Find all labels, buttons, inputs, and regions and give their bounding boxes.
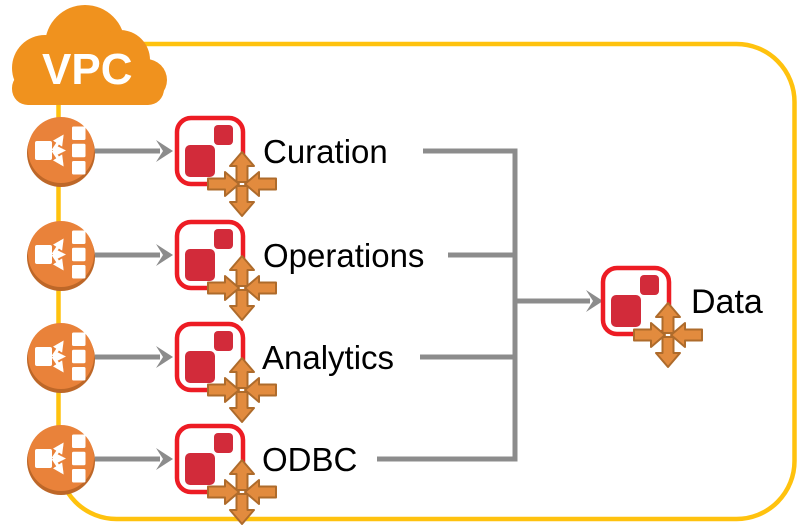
row-curation: Curation xyxy=(27,117,388,217)
elastic-load-balancer-icon xyxy=(27,323,95,393)
vpc-label: VPC xyxy=(42,45,132,94)
row-operations: Operations xyxy=(27,221,424,321)
service-box-icon xyxy=(603,268,669,334)
elastic-load-balancer-icon xyxy=(27,117,95,187)
odbc-label: ODBC xyxy=(262,441,357,478)
service-box-icon xyxy=(177,222,243,288)
row-odbc: ODBC xyxy=(27,425,357,525)
curation-label: Curation xyxy=(263,133,388,170)
service-box-icon xyxy=(177,324,243,390)
node-data: Data xyxy=(603,268,763,368)
service-box-icon xyxy=(177,118,243,184)
row-analytics: Analytics xyxy=(27,323,394,423)
elastic-load-balancer-icon xyxy=(27,425,95,495)
elastic-load-balancer-icon xyxy=(27,221,95,291)
analytics-label: Analytics xyxy=(262,339,394,376)
data-label: Data xyxy=(691,283,763,321)
connector-lines xyxy=(377,148,603,462)
vpc-cloud-icon: VPC xyxy=(12,5,167,105)
vpc-boundary-box xyxy=(56,41,797,522)
service-box-icon xyxy=(177,426,243,492)
operations-label: Operations xyxy=(263,237,424,274)
